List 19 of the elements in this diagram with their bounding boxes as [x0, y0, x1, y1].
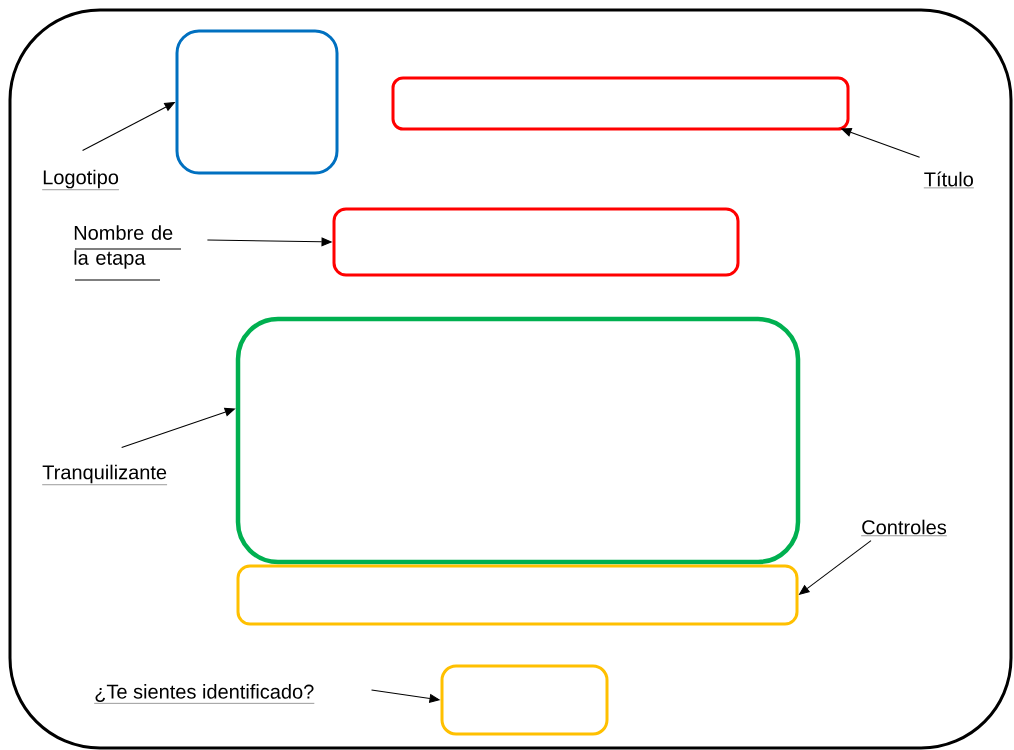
page-frame [8, 8, 1013, 750]
feedback-box [440, 664, 609, 736]
leader-arrow [371, 689, 440, 703]
label-text: Tranquilizante [42, 464, 168, 485]
placeholder-box [175, 29, 339, 175]
label-text: Nombre de la etapa [74, 225, 182, 281]
content-box [235, 316, 801, 565]
label-text: Controles [861, 519, 947, 536]
leader-arrow [799, 540, 872, 595]
label-text: ¿Te sientes identificado? [94, 684, 315, 704]
stage-name-box [332, 207, 740, 277]
label-text: Logotipo [42, 169, 120, 190]
leader-arrow [206, 237, 332, 247]
controls-box [236, 564, 799, 626]
title-box [391, 76, 850, 131]
leader-arrow [121, 407, 235, 448]
label-text: Título [923, 171, 974, 189]
leader-arrow [841, 127, 921, 158]
leader-arrow [82, 102, 175, 151]
